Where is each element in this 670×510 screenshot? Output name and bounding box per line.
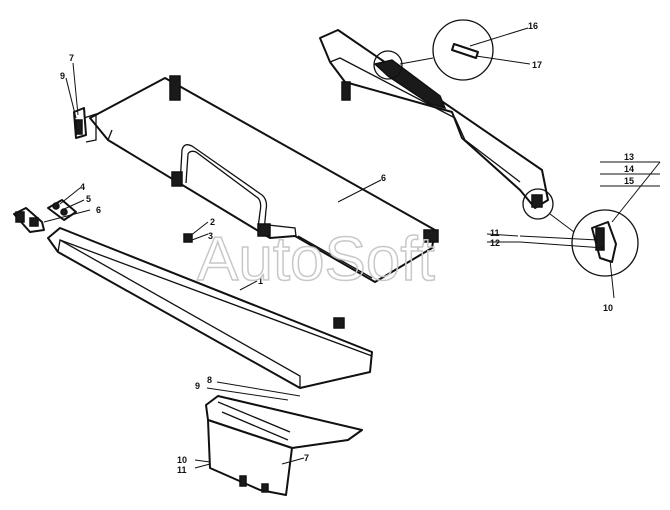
callout-4: 4 bbox=[80, 182, 85, 192]
callout-11-mid: 11 bbox=[490, 228, 500, 238]
callout-7-top: 7 bbox=[69, 53, 74, 63]
callout-2: 2 bbox=[210, 217, 215, 227]
callout-17: 17 bbox=[532, 60, 542, 70]
callout-8: 8 bbox=[207, 375, 212, 385]
callout-13: 13 bbox=[624, 152, 634, 162]
footrest-assembly bbox=[205, 395, 363, 496]
leader-lines bbox=[43, 27, 661, 469]
callout-6-left: 6 bbox=[96, 205, 101, 215]
callout-14: 14 bbox=[624, 164, 634, 174]
callout-16: 16 bbox=[528, 21, 538, 31]
callout-11-bottom: 11 bbox=[177, 465, 187, 475]
detail-circle-right bbox=[522, 188, 639, 277]
callout-10-bottom: 10 bbox=[177, 455, 187, 465]
seat-back-panel bbox=[89, 75, 439, 283]
detail-circle-top bbox=[373, 19, 494, 81]
callout-3: 3 bbox=[208, 231, 213, 241]
callout-labels: 7 9 4 5 6 2 3 1 6 11 12 16 17 13 14 15 1… bbox=[60, 21, 634, 475]
callout-15: 15 bbox=[624, 176, 634, 186]
watermark: AutoSoft bbox=[197, 225, 435, 294]
callout-10-right: 10 bbox=[603, 303, 613, 313]
callout-1: 1 bbox=[258, 276, 263, 286]
callout-9-bottom: 9 bbox=[195, 381, 200, 391]
bracket-top-left bbox=[73, 107, 97, 143]
callout-9-top: 9 bbox=[60, 71, 65, 81]
callout-7-bottom: 7 bbox=[304, 453, 309, 463]
callout-5: 5 bbox=[86, 194, 91, 204]
callout-6-mid: 6 bbox=[381, 173, 386, 183]
seat-cushion bbox=[47, 227, 373, 389]
callout-12-mid: 12 bbox=[490, 238, 500, 248]
